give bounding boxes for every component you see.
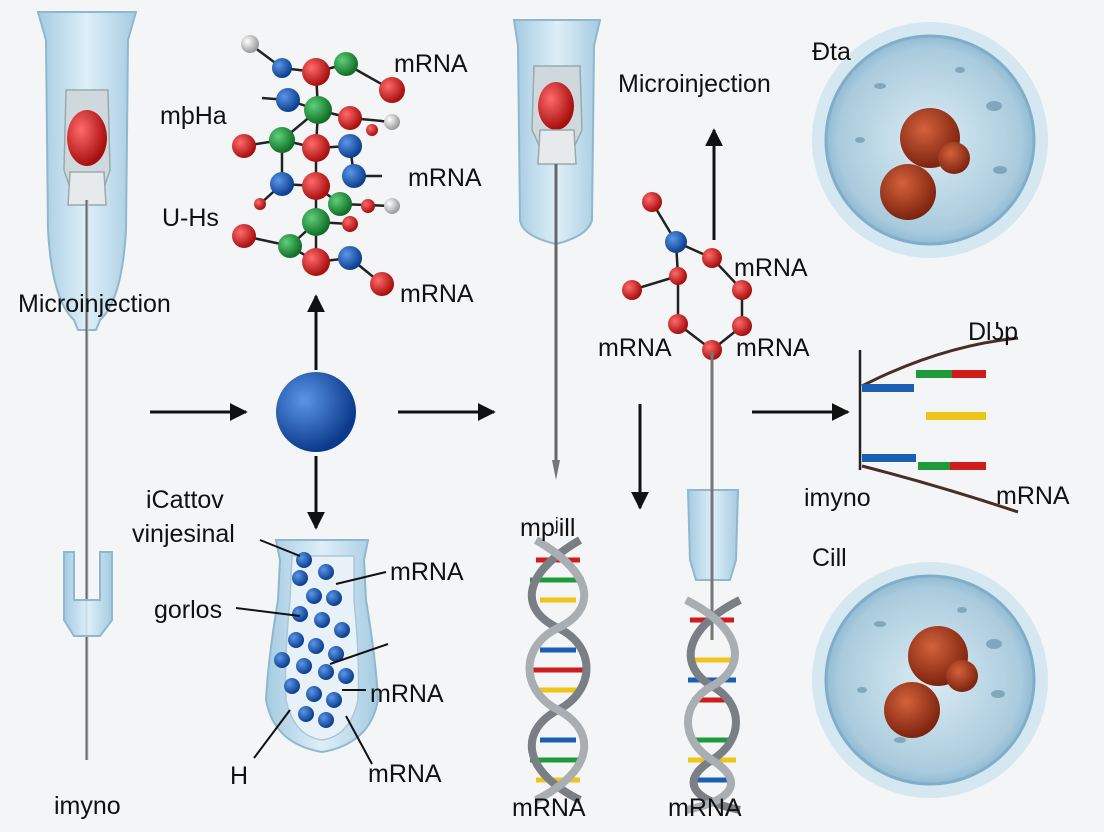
label-vinjesinal: vinjesinal [132, 520, 235, 548]
label-mrna-hex-right: mRNA [734, 254, 808, 282]
label-mrna-dna-right: mRNA [668, 794, 742, 822]
label-mrna-top: mRNA [394, 50, 468, 78]
label-u-hs: U-Hs [162, 204, 219, 232]
bottom-cell-icon [812, 562, 1048, 798]
label-cill: Cill [812, 544, 847, 572]
top-molecule-atoms [232, 35, 405, 296]
label-mrna-dna-left: mRNA [512, 794, 586, 822]
labels: Microinjection imyno mRNA mþHa mRNA U-Hs… [18, 38, 1070, 822]
label-mrna-vial-bottom: mRNA [368, 760, 442, 788]
left-pipette-icon [36, 11, 138, 760]
label-mrna-vial-mid: mRNA [370, 680, 444, 708]
label-dlp: Dlʖp [968, 318, 1018, 346]
gel-icon [858, 336, 1019, 514]
top-cell-icon [812, 22, 1048, 258]
label-mrna-low: mRNA [400, 280, 474, 308]
label-microinjection-left: Microinjection [18, 290, 171, 318]
label-mphha: mþHa [160, 102, 227, 130]
hexagon-molecule-atoms [622, 192, 752, 360]
label-imyno-gel: imyno [804, 484, 871, 512]
center-pipette-icon [512, 19, 602, 480]
label-mp-ill: mpʲill [520, 514, 575, 542]
label-mrna-gel: mRNA [996, 482, 1070, 510]
dna-helix-icon-right [684, 352, 742, 814]
arrows [150, 128, 850, 530]
label-eta: Ɖta [812, 38, 851, 66]
label-h: H [230, 762, 248, 790]
label-microinjection-top: Microinjection [618, 70, 771, 98]
label-mrna-hex-left: mRNA [598, 334, 672, 362]
label-icattov: iCattov [146, 486, 224, 514]
label-imyno-bottom-left: imyno [54, 792, 121, 820]
dna-helix-icon-left [525, 536, 591, 804]
vial-icon [235, 539, 389, 765]
label-mrna-vial-top: mRNA [390, 558, 464, 586]
label-gorlos: gorlos [154, 596, 222, 624]
label-mrna-mid: mRNA [408, 164, 482, 192]
center-sphere-icon [276, 372, 356, 452]
label-mrna-hex-bottom-right: mRNA [736, 334, 810, 362]
